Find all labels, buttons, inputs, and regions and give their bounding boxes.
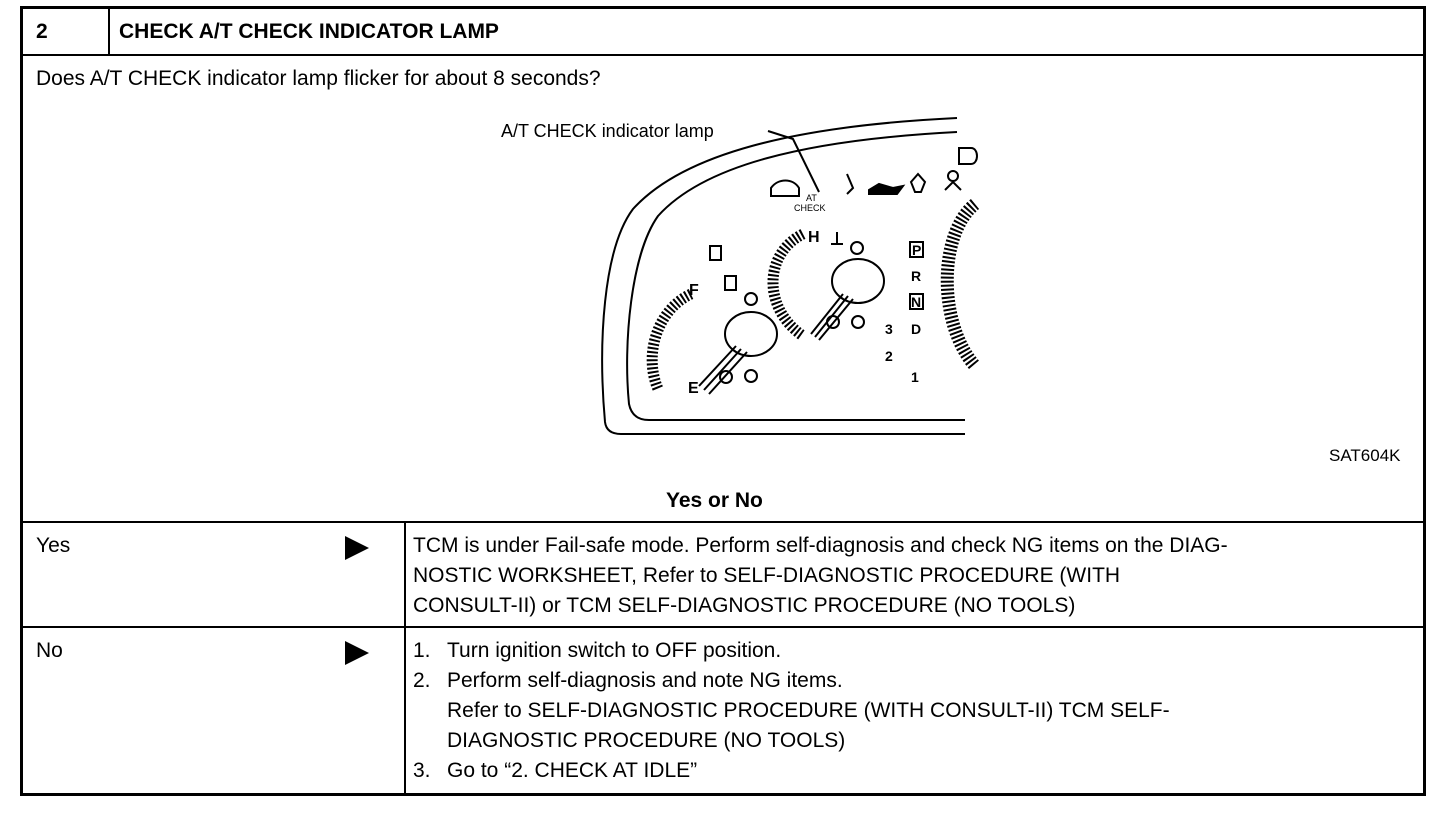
prompt-rule [23,521,1423,523]
no-arrow-icon [345,641,369,665]
yes-label: Yes [36,534,71,557]
header-divider [108,9,110,54]
instrument-cluster-figure: A/T CHECK indicator lamp AT CHECK F E H … [501,117,981,435]
gear-d: D [911,321,921,337]
yes-text-line-2: NOSTIC WORKSHEET, Refer to SELF-DIAGNOST… [413,564,1121,587]
question-text: Does A/T CHECK indicator lamp flicker fo… [36,67,601,90]
lamp-text-bottom: CHECK [794,203,826,213]
no-step-3-number: 3. [413,759,431,782]
step-title: CHECK A/T CHECK INDICATOR LAMP [119,20,499,43]
gear-3: 3 [885,321,893,337]
no-step-2-text-line-3: DIAGNOSTIC PROCEDURE (NO TOOLS) [447,729,846,752]
answer-prompt: Yes or No [666,489,763,512]
temp-high-label: H [808,229,820,246]
yes-text-line-1: TCM is under Fail-safe mode. Perform sel… [413,534,1228,557]
no-step-2-text-line-2: Refer to SELF-DIAGNOSTIC PROCEDURE (WITH… [447,699,1170,722]
gear-2: 2 [885,348,893,364]
fuel-full-label: F [689,282,699,299]
no-step-3-text: Go to “2. CHECK AT IDLE” [447,759,698,782]
gear-p: P [912,242,921,258]
lamp-text-top: AT [806,193,817,203]
yes-arrow-icon [345,536,369,560]
header-rule [23,54,1423,56]
no-step-2-text-line-1: Perform self-diagnosis and note NG items… [447,669,843,692]
yes-row-rule [23,626,1423,628]
no-step-1-text: Turn ignition switch to OFF position. [447,639,782,662]
yes-text-line-3: CONSULT-II) or TCM SELF-DIAGNOSTIC PROCE… [413,594,1076,617]
no-label: No [36,639,63,662]
figure-id: SAT604K [1329,446,1401,465]
gear-n: N [911,294,921,310]
gear-r: R [911,268,921,284]
answer-column-divider [404,521,406,793]
step-number: 2 [36,20,48,43]
fuel-empty-label: E [688,380,699,397]
callout-label: A/T CHECK indicator lamp [501,121,714,141]
no-step-2-number: 2. [413,669,431,692]
no-step-1-number: 1. [413,639,431,662]
gear-1: 1 [911,369,919,385]
diagnostic-step-table: 2 CHECK A/T CHECK INDICATOR LAMP Does A/… [20,6,1426,796]
